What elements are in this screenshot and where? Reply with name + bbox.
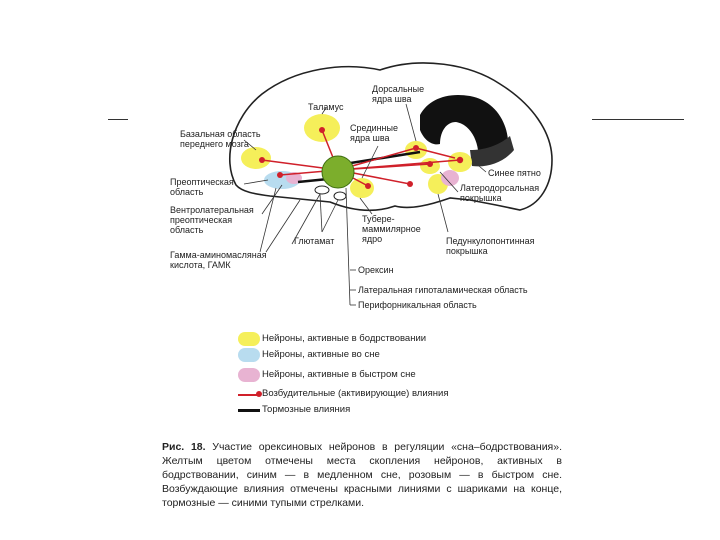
label-vlpo-3: область	[170, 225, 204, 235]
label-preoptic-2: область	[170, 187, 204, 197]
label-pedunculopontine-2: покрышка	[446, 246, 488, 256]
label-dorsal-raphe-2: ядра шва	[372, 94, 412, 104]
label-basal-forebrain-2: переднего мозга	[180, 139, 249, 149]
legend-row-inhibitory: Тормозные влияния	[238, 403, 538, 419]
label-gaba-1: Гамма-аминомасляная	[170, 250, 267, 260]
legend-row-excitatory: Возбудительные (активирующие) влияния	[238, 387, 538, 403]
brain-diagram: Таламус Дорсальные ядра шва Базальная об…	[0, 0, 720, 330]
label-lateral-hypothalamic: Латеральная гипоталамическая область	[358, 285, 528, 295]
label-orexin: Орексин	[358, 265, 394, 275]
label-vlpo-2: преоптическая	[170, 215, 232, 225]
legend-row-rem: Нейроны, активные в быстром сне	[238, 368, 538, 384]
legend-swatch-wake	[238, 332, 260, 346]
legend-label-wake: Нейроны, активные в бодрствовании	[262, 333, 426, 344]
hypothalamus-nucleus-1	[315, 186, 329, 194]
legend-label-rem: Нейроны, активные в быстром сне	[262, 369, 416, 380]
orexin-center	[322, 156, 354, 188]
label-tuberomammillary-1: Тубере-	[362, 214, 395, 224]
caption-lead: Рис. 18.	[162, 441, 206, 453]
label-median-raphe-2: ядра шва	[350, 133, 390, 143]
label-tuberomammillary-2: маммилярное	[362, 224, 421, 234]
label-basal-forebrain-1: Базальная область	[180, 129, 261, 139]
basal-forebrain-region	[241, 147, 271, 169]
legend-row-wake: Нейроны, активные в бодрствовании	[238, 332, 538, 348]
label-preoptic-1: Преоптическая	[170, 177, 234, 187]
label-glutamate: Глютамат	[294, 236, 334, 246]
label-vlpo-1: Вентролатеральная	[170, 205, 254, 215]
label-dorsal-raphe-1: Дорсальные	[372, 84, 424, 94]
label-tuberomammillary-3: ядро	[362, 234, 382, 244]
label-laterodorsal-1: Латеродорсальная	[460, 183, 539, 193]
label-gaba-2: кислота, ГАМК	[170, 260, 231, 270]
caption-text: Участие орексиновых нейронов в регуляции…	[162, 441, 562, 509]
legend-line-inhibitory	[238, 409, 260, 412]
legend-label-excitatory: Возбудительные (активирующие) влияния	[262, 388, 448, 399]
legend-row-sleep: Нейроны, активные во сне	[238, 348, 538, 364]
figure-caption: Рис. 18. Участие орексиновых нейронов в …	[162, 440, 562, 510]
label-pedunculopontine-1: Педункулопонтинная	[446, 236, 535, 246]
label-locus-coeruleus: Синее пятно	[488, 168, 541, 178]
legend-swatch-rem	[238, 368, 260, 382]
label-thalamus: Таламус	[308, 102, 344, 112]
legend-swatch-sleep	[238, 348, 260, 362]
hypothalamus-nucleus-2	[334, 192, 346, 200]
median-raphe-region	[350, 178, 374, 198]
legend-label-inhibitory: Тормозные влияния	[262, 404, 350, 415]
legend-label-sleep: Нейроны, активные во сне	[262, 349, 380, 360]
label-laterodorsal-2: покрышка	[460, 193, 502, 203]
label-perifornical: Перифорникальная область	[358, 300, 477, 310]
label-median-raphe-1: Срединные	[350, 123, 398, 133]
